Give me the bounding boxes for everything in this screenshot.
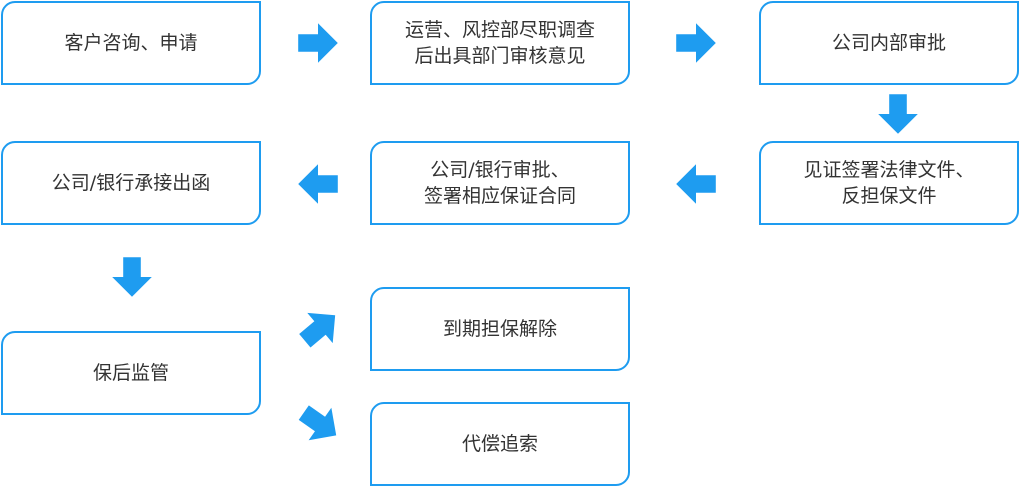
arrow-right-icon <box>674 21 718 65</box>
step-consult: 客户咨询、申请 <box>1 1 261 85</box>
step-due-diligence: 运营、风控部尽职调查 后出具部门审核意见 <box>370 1 630 85</box>
step-recovery-label: 代偿追索 <box>461 433 538 455</box>
step-witness-sign: 见证签署法律文件、 反担保文件 <box>759 141 1019 225</box>
step-recovery: 代偿追索 <box>370 402 630 486</box>
step-bank-approval-label: 公司/银行审批、 签署相应保证合同 <box>423 159 576 207</box>
step-post-monitoring-label: 保后监管 <box>92 362 169 384</box>
arrow-down-right-icon <box>289 393 350 454</box>
arrow-left-icon <box>296 162 340 206</box>
step-bank-approval: 公司/银行审批、 签署相应保证合同 <box>370 141 630 225</box>
step-post-monitoring: 保后监管 <box>1 331 261 415</box>
step-witness-sign-label: 见证签署法律文件、 反担保文件 <box>803 159 975 207</box>
arrow-up-right-icon <box>289 297 351 359</box>
step-issue-letter: 公司/银行承接出函 <box>1 141 261 225</box>
step-internal-approval: 公司内部审批 <box>759 1 1019 85</box>
arrow-down-icon <box>876 92 920 136</box>
step-issue-letter-label: 公司/银行承接出函 <box>51 172 211 194</box>
step-release-label: 到期担保解除 <box>442 318 557 340</box>
step-consult-label: 客户咨询、申请 <box>64 32 198 54</box>
step-internal-approval-label: 公司内部审批 <box>831 32 946 54</box>
arrow-down-icon <box>110 255 154 299</box>
arrow-right-icon <box>296 21 340 65</box>
arrow-left-icon <box>674 162 718 206</box>
step-release: 到期担保解除 <box>370 287 630 371</box>
step-due-diligence-label: 运营、风控部尽职调查 后出具部门审核意见 <box>404 19 595 67</box>
